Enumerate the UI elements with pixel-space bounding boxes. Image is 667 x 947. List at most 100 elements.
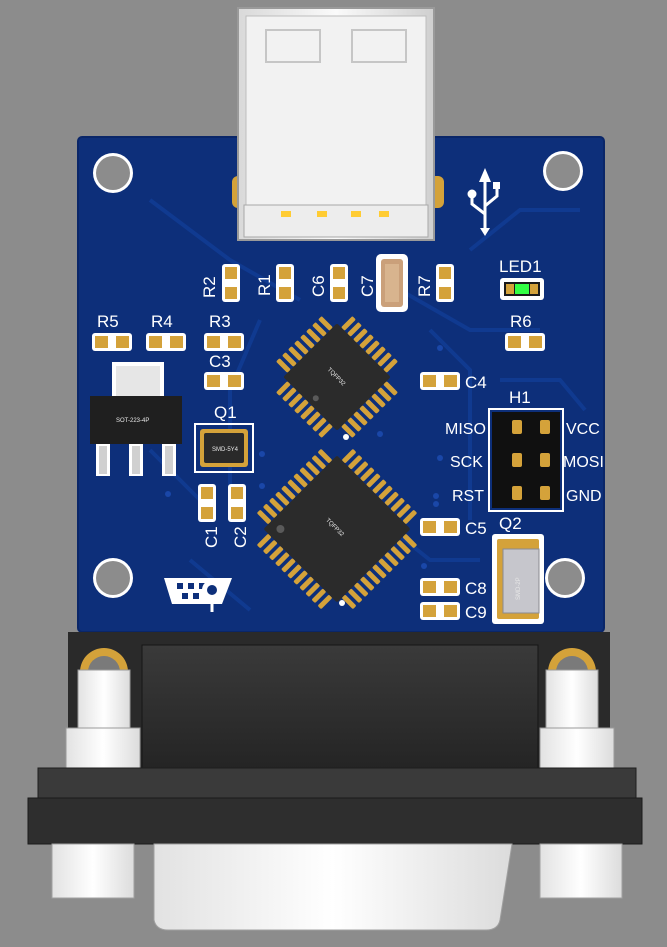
ic-pin bbox=[354, 461, 368, 476]
q1-package-label: SMD-5Y4 bbox=[212, 447, 239, 453]
ic-pin bbox=[276, 358, 291, 373]
ic-pin bbox=[275, 552, 290, 567]
ic-pin bbox=[396, 504, 411, 518]
q1-crystal: Q1 SMD-5Y4 bbox=[194, 403, 254, 473]
ic-pin bbox=[299, 576, 314, 591]
ic-pin bbox=[347, 322, 362, 337]
programmer-logo-icon bbox=[164, 578, 232, 612]
ic-pin bbox=[396, 540, 411, 554]
ic-pin bbox=[269, 498, 284, 512]
led1: LED1 bbox=[499, 257, 544, 300]
ic-pin bbox=[293, 473, 308, 488]
ic-pin bbox=[403, 510, 417, 524]
ic-pin bbox=[403, 534, 417, 548]
ic-pin bbox=[318, 423, 333, 438]
c8-capacitor: C8 bbox=[420, 578, 487, 598]
ic-pin bbox=[312, 417, 327, 432]
c3-label: C3 bbox=[209, 352, 231, 371]
c5-label: C5 bbox=[465, 519, 487, 538]
ic-pin bbox=[371, 393, 386, 408]
ic-pin bbox=[365, 340, 380, 355]
c1-label: C1 bbox=[202, 526, 221, 548]
ic-pin bbox=[377, 387, 392, 402]
ic-pin bbox=[257, 534, 271, 548]
ic-pin bbox=[348, 455, 362, 470]
ic-pin bbox=[293, 570, 308, 585]
ic-pin bbox=[341, 423, 356, 438]
ic-pin bbox=[257, 510, 271, 524]
ic-pin bbox=[359, 405, 374, 420]
h1-header: H1 MISO SCK RST VCC MOSI GND bbox=[445, 388, 604, 512]
q2-label: Q2 bbox=[499, 514, 522, 533]
ic-pin bbox=[378, 558, 393, 573]
ic-pin bbox=[287, 564, 302, 579]
q2-package-label: SMD-2P bbox=[516, 577, 522, 600]
ic-pin bbox=[359, 334, 374, 349]
ic-pin bbox=[318, 449, 332, 463]
pin-miso-label: MISO bbox=[445, 421, 486, 438]
ic-pin bbox=[378, 485, 393, 500]
ic-pin bbox=[347, 417, 362, 432]
ic-pin bbox=[276, 381, 291, 396]
r5-label: R5 bbox=[97, 312, 119, 331]
ic-pin bbox=[288, 393, 303, 408]
c4-label: C4 bbox=[465, 373, 487, 392]
c2-capacitor: C2 bbox=[228, 484, 250, 548]
ic-pin bbox=[281, 558, 296, 573]
ic-pin bbox=[282, 387, 297, 402]
c7-label: C7 bbox=[358, 275, 377, 297]
ic-pin bbox=[312, 455, 326, 470]
ic-pin bbox=[275, 491, 290, 506]
ic-pin bbox=[383, 358, 398, 373]
c6-label: C6 bbox=[309, 275, 328, 297]
ic-pin bbox=[318, 595, 332, 609]
ic-pin bbox=[384, 552, 399, 567]
ic-pin bbox=[306, 461, 320, 476]
pin-gnd-label: GND bbox=[566, 488, 602, 505]
c6-capacitor: C6 bbox=[309, 264, 348, 302]
ic-pin bbox=[372, 564, 387, 579]
ic-pin bbox=[372, 479, 387, 494]
ic-pin bbox=[318, 316, 333, 331]
pcb-traces bbox=[148, 198, 587, 612]
ic-pin bbox=[294, 399, 309, 414]
ic-pin bbox=[312, 588, 326, 603]
ic-pin bbox=[360, 576, 375, 591]
ic-pin bbox=[342, 449, 356, 463]
vias bbox=[165, 345, 443, 569]
ic-pin bbox=[281, 485, 296, 500]
ic-pin bbox=[287, 479, 302, 494]
ic-pin bbox=[300, 405, 315, 420]
r7-resistor: R7 bbox=[415, 264, 454, 302]
ic-pin bbox=[263, 504, 278, 518]
ic-pin bbox=[306, 411, 321, 426]
c8-label: C8 bbox=[465, 579, 487, 598]
ic-pin bbox=[366, 473, 381, 488]
usb-connector bbox=[232, 7, 444, 241]
r3-resistor: R3 bbox=[204, 312, 244, 351]
ic-pin bbox=[299, 467, 314, 482]
ic-pin bbox=[341, 316, 356, 331]
ic-pin bbox=[282, 352, 297, 367]
r7-label: R7 bbox=[415, 275, 434, 297]
r3-label: R3 bbox=[209, 312, 231, 331]
ic-pin bbox=[383, 381, 398, 396]
led1-label: LED1 bbox=[499, 257, 542, 276]
db9-connector bbox=[27, 632, 643, 931]
ic-pin bbox=[360, 467, 375, 482]
usb-logo-icon bbox=[467, 168, 500, 236]
r1-resistor: R1 bbox=[255, 264, 294, 302]
ic-pin bbox=[348, 588, 362, 603]
ic-pin bbox=[312, 322, 327, 337]
voltage-regulator: SOT-223-4P bbox=[90, 362, 182, 476]
ic-bottom-tqfp32: TQFP32 bbox=[257, 449, 417, 609]
ic-pin bbox=[300, 334, 315, 349]
h1-label: H1 bbox=[509, 388, 531, 407]
ic-pin bbox=[390, 498, 405, 512]
r4-resistor: R4 bbox=[146, 312, 186, 351]
c7-capacitor: C7 bbox=[358, 254, 408, 312]
ic-pin bbox=[377, 352, 392, 367]
r5-resistor: R5 bbox=[92, 312, 132, 351]
ic-pin bbox=[294, 340, 309, 355]
